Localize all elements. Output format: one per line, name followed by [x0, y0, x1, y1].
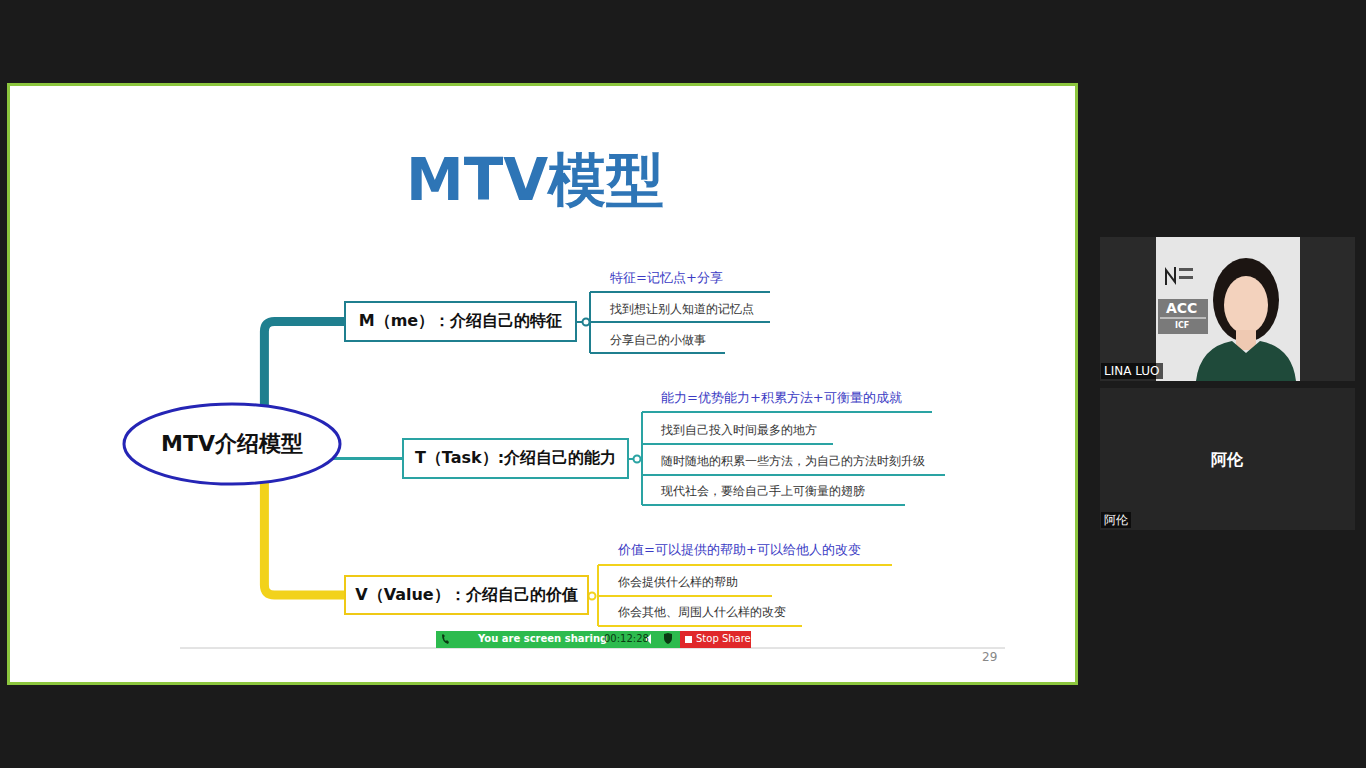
- share-bar: [436, 631, 681, 648]
- branch-item: 你会提供什么样的帮助: [618, 575, 738, 589]
- branch-item: 你会其他、周围人什么样的改变: [618, 605, 786, 619]
- branch-item: 随时随地的积累一些方法，为自己的方法时刻升级: [661, 454, 925, 468]
- hair: [1213, 258, 1279, 342]
- logo-text-block: [1179, 276, 1193, 279]
- stop-icon: [685, 636, 692, 643]
- branch-box: V（Value）：介绍自己的价值: [344, 575, 589, 615]
- logo-mark: [1165, 267, 1176, 285]
- branch-bracket: [629, 412, 945, 505]
- acc-badge-rule: [1160, 318, 1206, 319]
- branch-connector: [264, 322, 344, 408]
- participant-center-name: 阿伦: [1211, 450, 1243, 469]
- branch-item: 找到自己投入时间最多的地方: [661, 423, 817, 437]
- badge-text: ACC: [1166, 300, 1197, 317]
- shield-icon: [664, 633, 672, 644]
- formula-text: 能力=优势能力+积累方法+可衡量的成就: [661, 390, 902, 406]
- phone-icon: [442, 634, 449, 644]
- node-text: V（Value）：介绍自己的价值: [355, 585, 577, 606]
- page-number: 29: [982, 650, 997, 664]
- stop-share-button: Stop Share: [696, 633, 751, 645]
- badge-text: ICF: [1175, 321, 1189, 331]
- formula-text: 价值=可以提供的帮助+可以给他人的改变: [618, 542, 861, 558]
- node-text: T（Task）:介绍自己的能力: [415, 448, 616, 469]
- stop-button: [680, 631, 751, 648]
- center-ellipse: MTV介绍模型: [122, 402, 342, 486]
- branch-item: 现代社会，要给自己手上可衡量的翅膀: [661, 484, 865, 498]
- participant-name: 阿伦: [1101, 512, 1131, 528]
- branch-bracket: [585, 565, 892, 626]
- face: [1224, 276, 1268, 334]
- branch-box: T（Task）:介绍自己的能力: [402, 438, 629, 479]
- slide-title: MTV模型: [406, 146, 664, 216]
- logo-text-block: [1179, 268, 1193, 271]
- branch-item: 找到想让别人知道的记忆点: [610, 302, 754, 316]
- node-text: MTV介绍模型: [161, 429, 303, 459]
- dress: [1196, 341, 1296, 381]
- branch-bracket: [577, 292, 770, 353]
- branch-box: M（me）：介绍自己的特征: [344, 301, 577, 342]
- share-status: You are screen sharing: [478, 633, 607, 645]
- acc-badge: [1158, 299, 1208, 334]
- participant-name: LINA LUO: [1101, 363, 1163, 379]
- branch-connector: [264, 480, 344, 595]
- branch-item: 分享自己的小做事: [610, 333, 706, 347]
- formula-text: 特征=记忆点+分享: [610, 270, 723, 286]
- branch-connector: [332, 457, 402, 460]
- photo-background: [1156, 237, 1300, 381]
- share-timer: 00:12:28: [604, 633, 649, 645]
- node-text: M（me）：介绍自己的特征: [359, 311, 562, 332]
